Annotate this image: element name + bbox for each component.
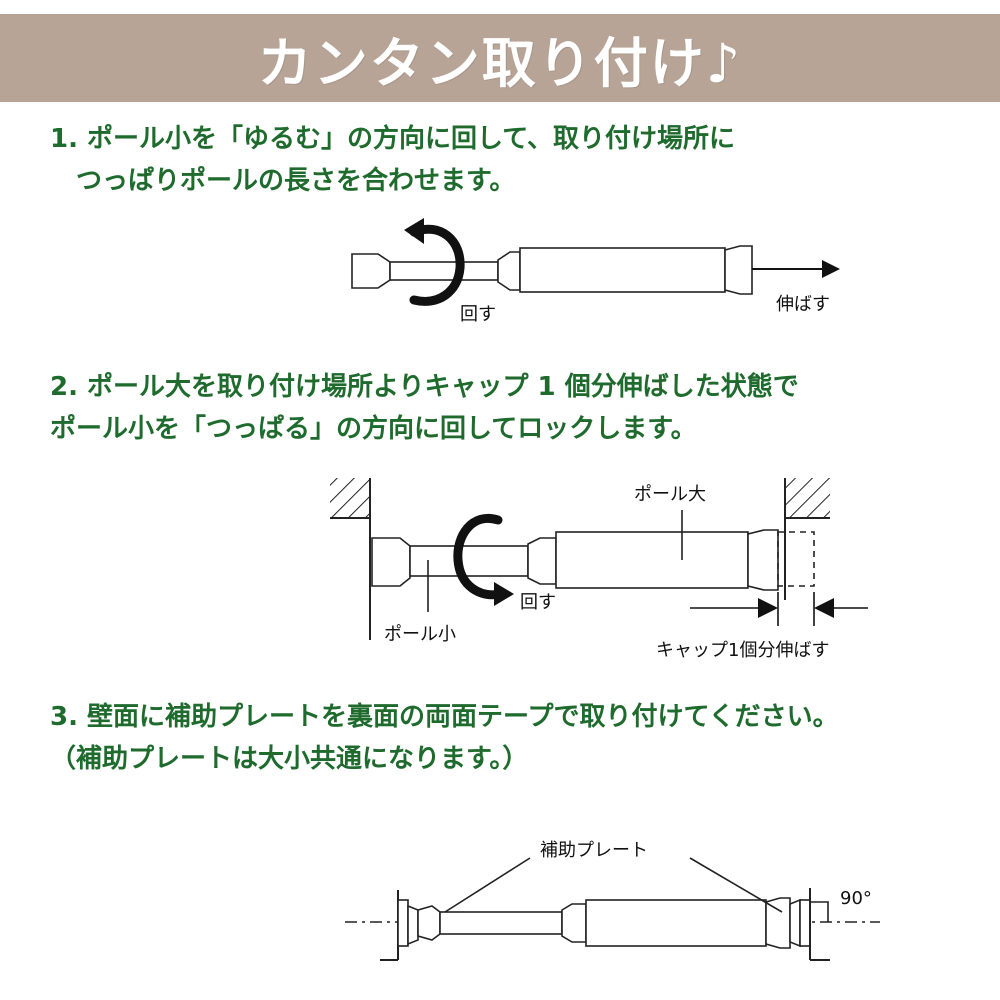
large-pole	[555, 531, 749, 589]
cap-outline-dashed	[777, 531, 815, 587]
pole-end-cap	[351, 253, 391, 289]
rotate-arrow-icon	[453, 513, 505, 600]
pole-end-cap	[371, 537, 411, 587]
pole-end-cap	[417, 905, 441, 941]
diagram-2-rotate-label: 回す	[520, 592, 556, 613]
step-1-instruction: 1. ポール小を「ゆるむ」の方向に回して、取り付け場所に つっぱりポールの長さを…	[50, 118, 735, 202]
large-pole	[585, 899, 767, 947]
pole-connector	[527, 537, 557, 585]
support-plate-right	[799, 899, 811, 947]
step-1-line-2: つっぱりポールの長さを合わせます。	[76, 166, 516, 196]
large-pole	[519, 247, 726, 293]
diagram-1-extend-label: 伸ばす	[776, 294, 830, 315]
small-pole-label: ポール小	[384, 624, 456, 645]
left-wall	[330, 478, 370, 518]
diagram-1	[351, 218, 840, 306]
extend-arrowhead	[822, 260, 840, 278]
pole-connector	[561, 903, 587, 943]
step-3-line-2: （補助プレートは大小共通になります。）	[50, 744, 529, 774]
pole-end-cap-right	[747, 529, 779, 591]
small-pole	[439, 911, 563, 935]
diagram-1-rotate-label: 回す	[460, 304, 496, 325]
support-plate-left	[397, 899, 409, 947]
pole-end-cap-right	[765, 897, 791, 949]
step-2-line-2: ポール小を「つっぱる」の方向に回してロックします。	[50, 414, 697, 444]
right-angle-mark	[810, 901, 829, 922]
step-3-instruction: 3. 壁面に補助プレートを裏面の両面テープで取り付けてください。 （補助プレート…	[50, 696, 839, 780]
pole-connector	[497, 251, 521, 291]
pole-end-cap-right	[724, 245, 753, 295]
diagram-3	[345, 857, 880, 961]
small-pole	[389, 261, 499, 281]
step-3-line-1: 3. 壁面に補助プレートを裏面の両面テープで取り付けてください。	[50, 702, 839, 732]
diagram-2	[330, 478, 868, 640]
right-wall	[785, 478, 830, 518]
support-plate-label: 補助プレート	[540, 840, 648, 861]
page-title: カンタン取り付け♪	[257, 31, 743, 95]
step-2-instruction: 2. ポール大を取り付け場所よりキャップ 1 個分伸ばした状態で ポール小を「つ…	[50, 366, 799, 450]
title-banner: カンタン取り付け♪	[0, 14, 1000, 102]
large-pole-label: ポール大	[634, 484, 706, 505]
cap-extension-label: キャップ1個分伸ばす	[656, 640, 829, 661]
rotate-arrow-icon	[409, 224, 465, 306]
step-2-line-1: 2. ポール大を取り付け場所よりキャップ 1 個分伸ばした状態で	[50, 372, 799, 402]
angle-label: 90°	[840, 888, 872, 909]
step-1-line-1: 1. ポール小を「ゆるむ」の方向に回して、取り付け場所に	[50, 124, 735, 154]
